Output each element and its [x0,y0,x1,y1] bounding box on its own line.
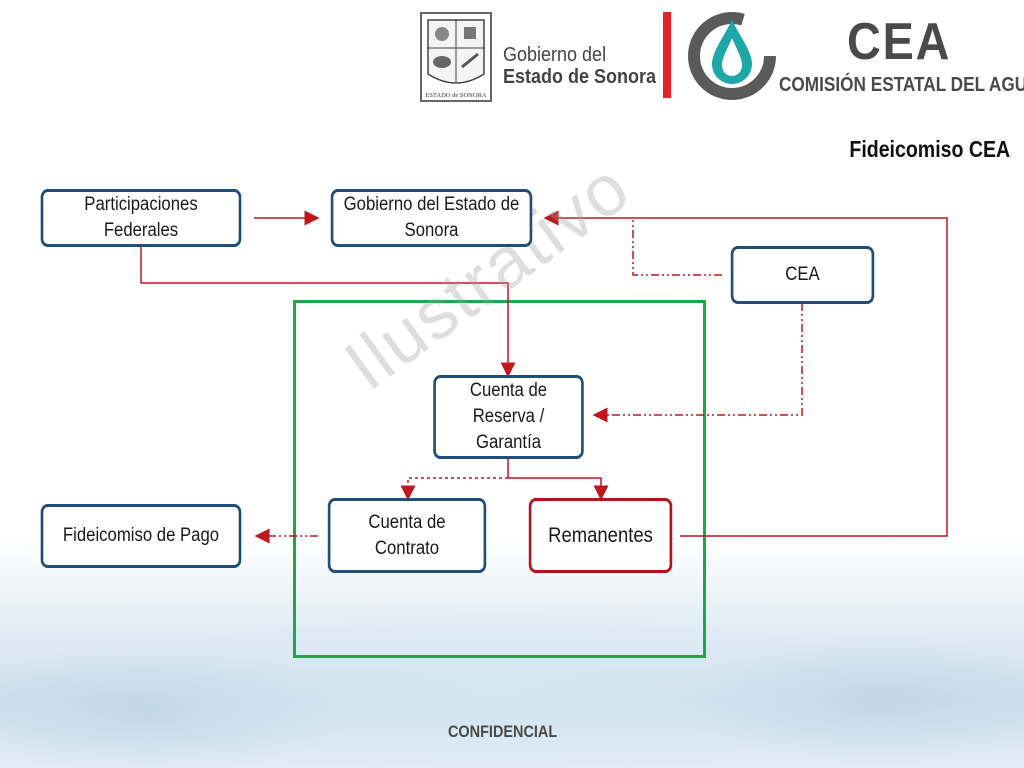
gov-line-1: Gobierno del [503,44,607,66]
node-cuenta-contrato: Cuenta de Contrato [327,498,487,573]
trust-frame [293,300,706,658]
confidential-footer: CONFIDENCIAL [448,722,558,741]
sonora-seal-logo: ESTADO de SONORA [420,12,492,102]
node-label: Gobierno del Estado de Sonora [343,194,520,241]
node-label: Cuenta de Reserva / Garantía [469,380,548,453]
arrow-cea-to-reserva [592,303,803,423]
cea-drop-logo [688,12,776,100]
arrow-reserva-to-remanentes [507,458,609,501]
node-label: Participaciones Federales [84,194,198,241]
node-gobierno-estado: Gobierno del Estado de Sonora [330,189,533,247]
node-remanentes: Remanentes [528,498,673,573]
node-cea: CEA [730,246,875,304]
node-label: Cuenta de Contrato [368,511,446,559]
cea-logo-subtitle: COMISIÓN ESTATAL DEL AGUA [779,74,1024,96]
gov-logo-text: Gobierno del Estado de Sonora [503,44,656,88]
node-participaciones-federales: Participaciones Federales [40,189,242,247]
gov-line-2: Estado de Sonora [503,66,657,88]
node-label: Fideicomiso de Pago [62,525,220,546]
logo-divider [663,12,671,98]
node-label: Remanentes [548,523,653,547]
arrow-reserva-to-contrato [400,477,508,501]
arrow-participaciones-to-reserva [140,247,516,378]
node-cuenta-reserva: Cuenta de Reserva / Garantía [433,375,584,459]
line-cea-to-gobierno [632,218,722,276]
seal-caption: ESTADO de SONORA [425,92,487,99]
node-label: CEA [785,264,820,285]
slide-title: Fideicomiso CEA [849,136,1010,162]
node-fideicomiso-pago: Fideicomiso de Pago [40,504,242,568]
water-background [0,540,1024,768]
cea-logo-text: CEA [847,13,952,71]
arrow-remanentes-to-gobierno [543,210,948,537]
